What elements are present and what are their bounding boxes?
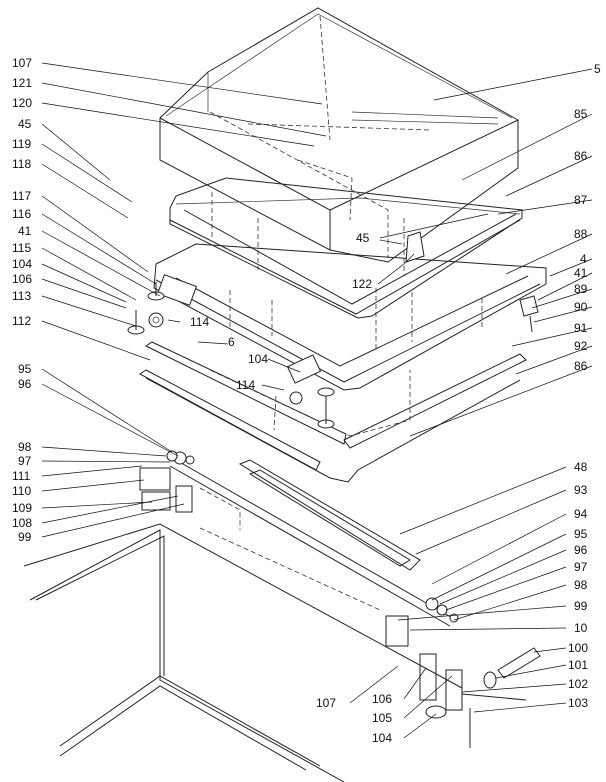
bracket-122 [405,231,425,263]
label-96-left: 96 [18,377,32,391]
label-98-left: 98 [18,440,32,454]
label-86-bot: 86 [574,359,588,373]
label-45-mid: 45 [356,231,370,245]
label-99-left: 99 [18,530,32,544]
label-115: 115 [12,241,31,255]
label-89: 89 [574,282,588,296]
callout-labels: 107 121 120 45 119 118 117 116 41 115 10… [12,56,601,745]
label-103: 103 [568,696,588,710]
label-95-right: 95 [574,527,588,541]
label-5: 5 [594,62,601,76]
label-104-left: 104 [12,257,32,271]
label-109: 109 [12,501,32,515]
label-102: 102 [568,677,588,691]
label-6: 6 [228,335,235,349]
label-4: 4 [580,252,587,266]
label-120: 120 [12,96,32,110]
label-113: 113 [12,289,31,303]
right-bracket [519,295,539,333]
label-114-b: 114 [236,378,255,392]
left-block-assembly [139,450,241,530]
label-86-top: 86 [574,149,588,163]
label-41-left: 41 [18,224,32,238]
label-95-left: 95 [18,362,32,376]
label-88: 88 [574,227,588,241]
label-94: 94 [574,507,588,521]
right-block-assembly [385,597,541,748]
label-98-right: 98 [574,578,588,592]
label-93: 93 [574,483,588,497]
label-92: 92 [574,339,588,353]
lower-rails [139,341,527,483]
label-90: 90 [574,300,588,314]
label-45-left: 45 [18,117,32,131]
label-106-left: 106 [12,272,32,286]
label-121: 121 [12,76,32,90]
label-91: 91 [574,321,588,335]
label-99-right: 99 [574,599,588,613]
label-97-left: 97 [18,454,32,468]
label-112: 112 [12,314,31,328]
label-107-bot: 107 [316,696,336,710]
label-97-right: 97 [574,560,588,574]
label-41-right: 41 [574,266,588,280]
label-108: 108 [12,516,32,530]
label-111: 111 [12,469,31,483]
label-106-bot: 106 [372,692,392,706]
label-122: 122 [352,277,372,291]
middle-tray [153,243,547,391]
hood-cover [159,7,519,263]
label-116: 116 [12,207,31,221]
label-105: 105 [372,711,392,725]
label-87: 87 [574,193,588,207]
upper-frame [169,177,523,319]
hinge-assembly-mid [286,354,335,429]
label-114-a: 114 [190,315,209,329]
label-104-mid: 104 [248,352,268,366]
lower-cabinet [23,523,463,782]
label-10: 10 [574,621,588,635]
label-104-bot: 104 [372,731,392,745]
label-96-right: 96 [574,543,588,557]
label-117: 117 [12,189,31,203]
label-48: 48 [574,460,588,474]
label-110: 110 [12,484,31,498]
label-101: 101 [568,658,588,672]
label-119: 119 [12,137,31,151]
label-85: 85 [574,107,588,121]
label-118: 118 [12,157,31,171]
label-100: 100 [568,641,588,655]
label-107-top: 107 [12,56,32,70]
lower-shaft [169,459,457,627]
leader-lines [41,62,593,739]
